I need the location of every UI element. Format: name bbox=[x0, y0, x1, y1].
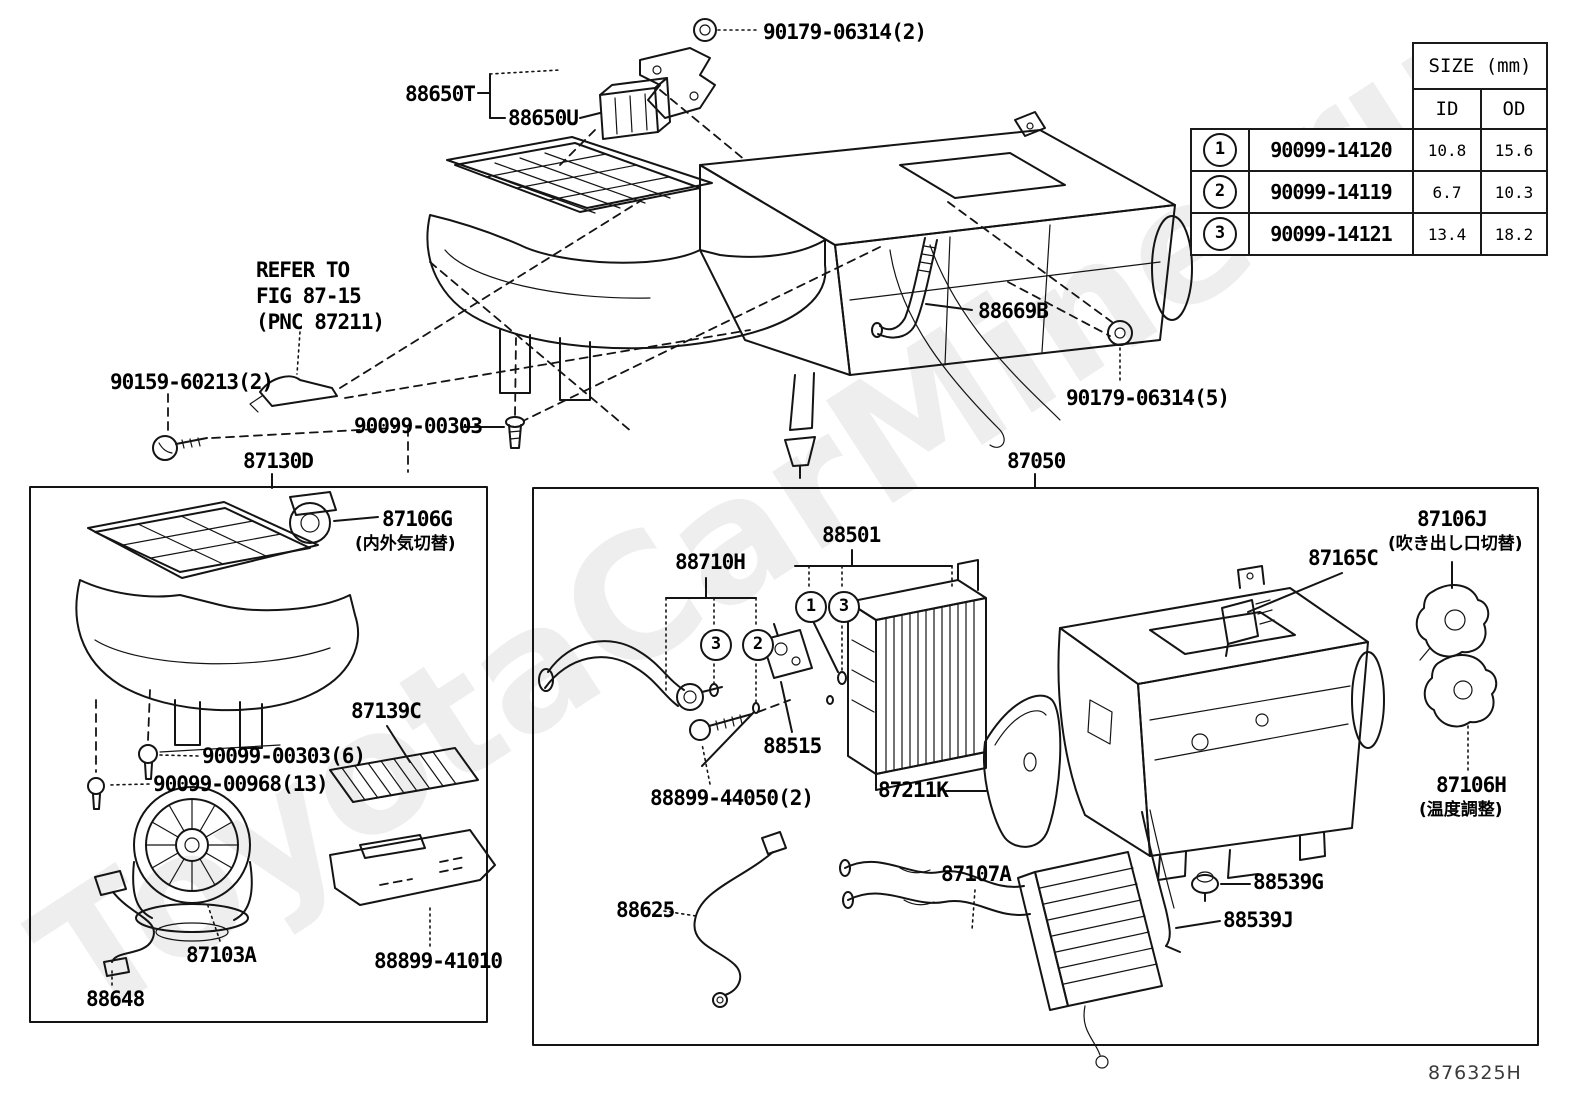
size-table-title: SIZE (mm) bbox=[1412, 42, 1548, 90]
part-label-88539G[interactable]: 88539G bbox=[1253, 870, 1324, 894]
size-row-1-num: 1 bbox=[1190, 128, 1250, 172]
size-row-1-part[interactable]: 90099-14120 bbox=[1248, 128, 1414, 172]
part-label-87165C[interactable]: 87165C bbox=[1308, 546, 1379, 570]
size-row-2-part[interactable]: 90099-14119 bbox=[1248, 170, 1414, 214]
part-label-88650U[interactable]: 88650U bbox=[508, 106, 579, 130]
frame-label-87050[interactable]: 87050 bbox=[1007, 449, 1066, 473]
part-label-88650T[interactable]: 88650T bbox=[405, 82, 476, 106]
size-table-col-id: ID bbox=[1412, 88, 1482, 130]
part-label-87103A[interactable]: 87103A bbox=[186, 943, 257, 967]
size-row-1-od: 15.6 bbox=[1480, 128, 1548, 172]
size-row-1-id: 10.8 bbox=[1412, 128, 1482, 172]
part-label-87107A[interactable]: 87107A bbox=[941, 862, 1012, 886]
part-label-87106H[interactable]: 87106H bbox=[1436, 773, 1507, 797]
size-row-3-id: 13.4 bbox=[1412, 212, 1482, 256]
table-circle-2: 2 bbox=[1203, 175, 1237, 209]
part-label-87106G-jp: (内外気切替) bbox=[355, 534, 456, 554]
part-label-87106H-jp: (温度調整) bbox=[1419, 800, 1503, 820]
leader-lines-left-box bbox=[107, 516, 431, 986]
frame-box-87050 bbox=[532, 487, 1539, 1046]
part-label-90159-60213-2[interactable]: 90159-60213(2) bbox=[110, 370, 274, 394]
part-label-87139C[interactable]: 87139C bbox=[351, 699, 422, 723]
frame-label-87130D[interactable]: 87130D bbox=[243, 449, 314, 473]
size-row-3-num: 3 bbox=[1190, 212, 1250, 256]
part-label-87211K[interactable]: 87211K bbox=[878, 778, 949, 802]
part-label-88625[interactable]: 88625 bbox=[616, 898, 675, 922]
refer-note-line3: (PNC 87211) bbox=[256, 310, 385, 334]
part-label-88648[interactable]: 88648 bbox=[86, 987, 145, 1011]
callout-circle-3: 3 bbox=[700, 629, 732, 661]
size-row-3-od: 18.2 bbox=[1480, 212, 1548, 256]
part-label-88501[interactable]: 88501 bbox=[822, 523, 881, 547]
leader-lines-right-box bbox=[663, 549, 1469, 931]
part-label-88669B[interactable]: 88669B bbox=[978, 299, 1049, 323]
main-hvac-assembly-drawing bbox=[152, 18, 1193, 479]
part-label-90099-00968-13[interactable]: 90099-00968(13) bbox=[153, 772, 329, 796]
part-label-87106J-jp: (吹き出し口切替) bbox=[1388, 534, 1523, 554]
part-label-88539J[interactable]: 88539J bbox=[1223, 908, 1294, 932]
size-row-2-od: 10.3 bbox=[1480, 170, 1548, 214]
refer-note-line2: FIG 87-15 bbox=[256, 284, 362, 308]
frame-box-87130D bbox=[29, 486, 488, 1023]
table-circle-1: 1 bbox=[1203, 133, 1237, 167]
part-label-88899-44050-2[interactable]: 88899-44050(2) bbox=[650, 786, 814, 810]
size-table-col-od: OD bbox=[1480, 88, 1548, 130]
table-circle-3: 3 bbox=[1203, 217, 1237, 251]
part-label-90179-06314-2[interactable]: 90179-06314(2) bbox=[763, 20, 927, 44]
callout-circle-3b: 3 bbox=[828, 591, 860, 623]
callout-circle-1: 1 bbox=[795, 591, 827, 623]
part-label-90099-00303[interactable]: 90099-00303 bbox=[354, 414, 483, 438]
refer-note-line1: REFER TO bbox=[256, 258, 350, 282]
callout-circle-2: 2 bbox=[742, 629, 774, 661]
blower-unit-drawing bbox=[75, 491, 496, 977]
part-label-87106J[interactable]: 87106J bbox=[1417, 507, 1488, 531]
part-label-90179-06314-5[interactable]: 90179-06314(5) bbox=[1066, 386, 1230, 410]
part-label-88710H[interactable]: 88710H bbox=[675, 550, 746, 574]
part-label-88899-41010[interactable]: 88899-41010 bbox=[374, 949, 503, 973]
size-row-2-num: 2 bbox=[1190, 170, 1250, 214]
leader-lines-top bbox=[167, 29, 1121, 489]
figure-code: 876325H bbox=[1428, 1062, 1522, 1084]
part-label-88515[interactable]: 88515 bbox=[763, 734, 822, 758]
cooling-unit-drawing bbox=[538, 559, 1498, 1069]
part-label-90099-00303-6[interactable]: 90099-00303(6) bbox=[202, 744, 366, 768]
size-row-3-part[interactable]: 90099-14121 bbox=[1248, 212, 1414, 256]
size-row-2-id: 6.7 bbox=[1412, 170, 1482, 214]
part-label-87106G[interactable]: 87106G bbox=[382, 507, 453, 531]
